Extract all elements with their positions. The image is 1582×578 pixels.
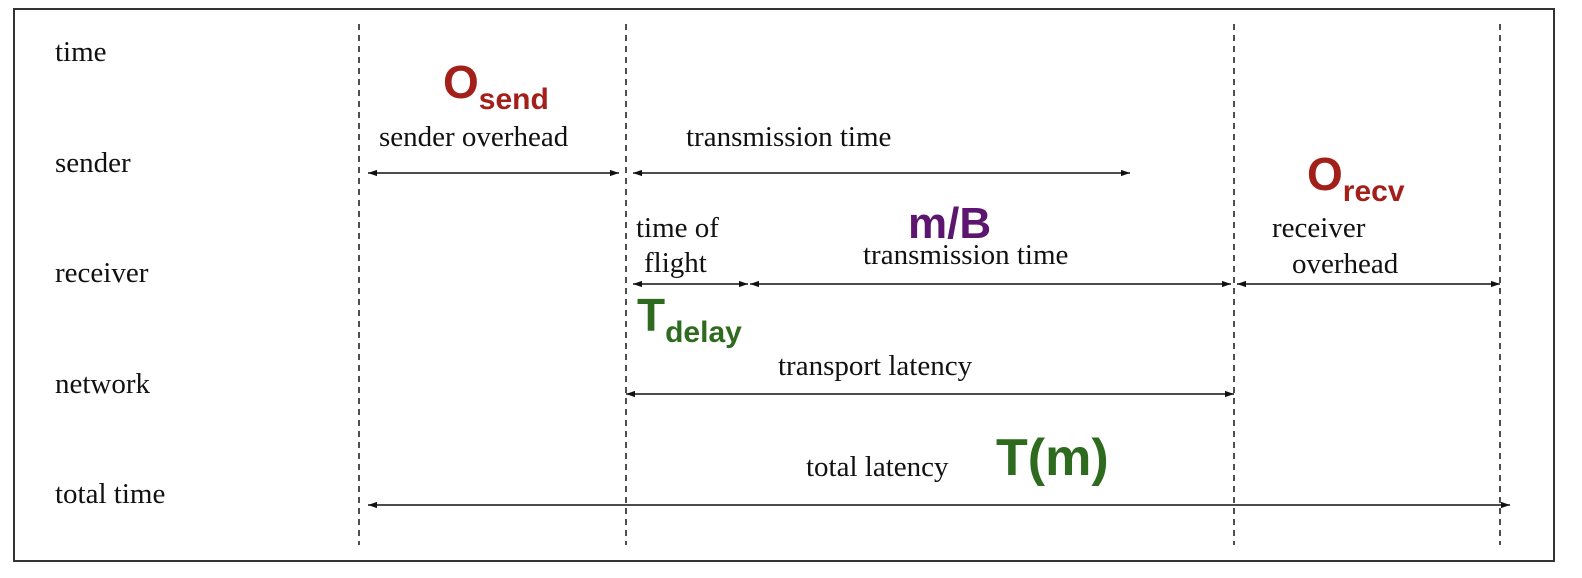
label-receiver-overhead-line2: overhead: [1292, 248, 1399, 280]
annotation-t-of-m: T(m): [996, 429, 1109, 487]
row-label-sender: sender: [55, 147, 131, 179]
annotation-t-delay-base: T: [637, 289, 665, 341]
label-receiver-transmission-time: transmission time: [863, 239, 1068, 271]
annotation-o-recv-sub: recv: [1343, 175, 1405, 208]
annotation-t-delay-sub: delay: [665, 316, 742, 349]
row-label-total-time: total time: [55, 478, 165, 510]
label-time-of: time of: [636, 212, 719, 244]
annotation-o-send-base: O: [443, 56, 479, 108]
label-receiver-overhead-line1: receiver: [1272, 212, 1366, 244]
row-label-network: network: [55, 368, 151, 400]
label-sender-transmission-time: transmission time: [686, 121, 891, 153]
annotation-m-over-b: m/B: [908, 199, 991, 248]
annotation-o-recv: Orecv: [1307, 148, 1405, 208]
annotation-o-send-sub: send: [479, 83, 549, 116]
row-label-receiver: receiver: [55, 257, 149, 289]
row-label-time: time: [55, 36, 107, 68]
annotation-o-send: Osend: [443, 56, 549, 116]
diagram-frame: [13, 8, 1555, 562]
label-total-latency: total latency: [806, 451, 949, 483]
label-sender-overhead: sender overhead: [379, 121, 569, 153]
label-flight: flight: [644, 247, 707, 279]
annotation-o-recv-base: O: [1307, 148, 1343, 200]
annotation-t-delay: Tdelay: [637, 289, 742, 349]
label-transport-latency: transport latency: [778, 350, 973, 382]
